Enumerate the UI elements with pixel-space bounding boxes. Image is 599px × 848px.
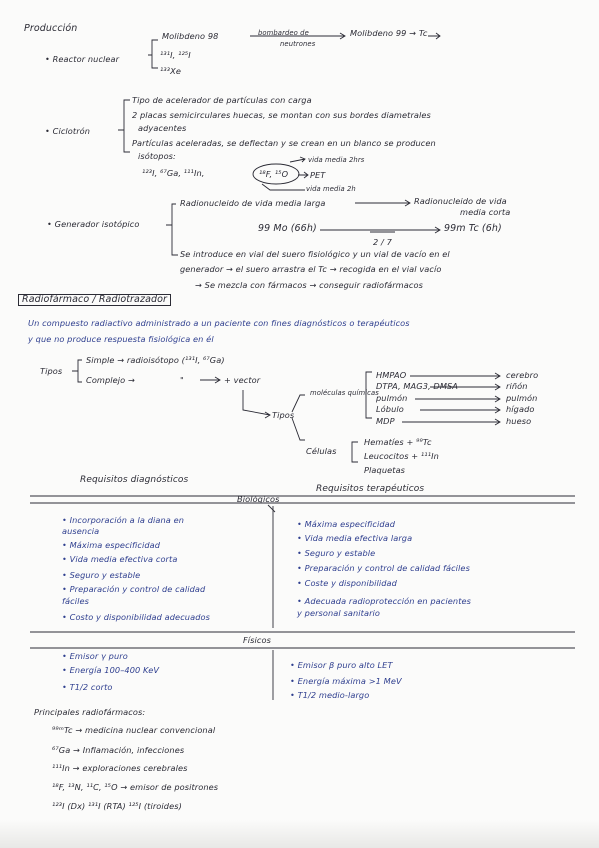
generador-line-1: Radionucleido de vida media larga xyxy=(180,198,326,208)
bombardeo-label: bombardeo de xyxy=(258,29,309,37)
molecula-pulmon: pulmón xyxy=(376,393,408,403)
list-item: • Máxima especificidad xyxy=(297,519,396,529)
requisitos-terapeuticos-title: Requisitos terapéuticos xyxy=(316,484,425,494)
generador-line-3: generador → el suero arrastra el Tc → re… xyxy=(180,264,442,274)
molibdeno-98: Molibdeno 98 xyxy=(162,31,219,41)
biologicos-title: Biológicos xyxy=(237,494,280,504)
list-item: fáciles xyxy=(62,596,89,606)
list-item: • Máxima especificidad xyxy=(62,540,161,550)
organo-cerebro: cerebro xyxy=(506,370,539,380)
list-item: • Preparación y control de calidad fácil… xyxy=(297,563,470,573)
list-item: • T1/2 corto xyxy=(62,682,113,692)
media-corta: media corta xyxy=(460,207,511,217)
tipo-complejo: Complejo → xyxy=(86,375,135,385)
molibdeno-99-66h: 99 Mo (66h) xyxy=(258,223,317,234)
moleculas-quimicas: moléculas químicas xyxy=(310,389,379,397)
ciclotron-line-5: isótopos: xyxy=(138,151,176,161)
ciclotron-line-1: Tipo de acelerador de partículas con car… xyxy=(132,95,312,105)
list-item: • Energía 100–400 KeV xyxy=(62,665,160,675)
ciclotron-label: • Ciclotrón xyxy=(45,126,91,136)
tecnecio-99m-6h: 99m Tc (6h) xyxy=(444,223,502,234)
molecula-dtpa: DTPA, MAG3, DMSA xyxy=(376,381,458,391)
list-item: • Seguro y estable xyxy=(62,570,141,580)
generador-line-4: → Se mezcla con fármacos → conseguir rad… xyxy=(195,280,423,290)
list-item: • Incorporación a la diana en xyxy=(62,515,185,525)
ciclotron-line-2: 2 placas semicirculares huecas, se monta… xyxy=(132,110,431,120)
list-item: ⁹⁹ᵐTc → medicina nuclear convencional xyxy=(52,725,216,735)
list-item: • T1/2 medio-largo xyxy=(290,690,370,700)
molecula-mdp: MDP xyxy=(376,416,395,426)
vector-label: + vector xyxy=(224,375,261,385)
ciclotron-pet-isotopes: ¹⁸F, ¹⁵O xyxy=(259,169,289,179)
list-item: ⁶⁷Ga → Inflamación, infecciones xyxy=(52,745,185,755)
tipo-simple: Simple → radioisótopo (¹³¹I, ⁶⁷Ga) xyxy=(86,355,225,365)
generador-label: • Generador isotópico xyxy=(47,219,140,229)
list-item: • Emisor γ puro xyxy=(62,651,128,661)
ditto-mark: " xyxy=(180,375,184,385)
celula-plaquetas: Plaquetas xyxy=(364,465,406,475)
requisitos-diagnosticos-title: Requisitos diagnósticos xyxy=(80,475,189,485)
neutrones-label: neutrones xyxy=(280,40,316,48)
tipos-label: Tipos xyxy=(40,366,63,376)
xenon-isotope: ¹³³Xe xyxy=(160,66,181,76)
list-item: y personal sanitario xyxy=(297,608,381,618)
organo-pulmon: pulmón xyxy=(506,393,538,403)
ciclotron-isotopes: ¹²³I, ⁶⁷Ga, ¹¹¹In, xyxy=(142,168,205,178)
molecula-hmpao: HMPAO xyxy=(376,370,407,380)
iodine-isotopes: ¹³¹I, ¹²⁵I xyxy=(160,50,191,60)
principales-title: Principales radiofármacos: xyxy=(34,707,146,717)
list-item: • Energía máxima >1 MeV xyxy=(290,676,402,686)
list-item: • Coste y disponibilidad xyxy=(297,578,397,588)
section-title-radiofarmaco: Radiofármaco / Radiotrazador xyxy=(18,294,172,306)
fisicos-title: Físicos xyxy=(243,635,272,645)
radionucleido-corta: Radionucleido de vida xyxy=(414,196,507,206)
molecula-lobulo: Lóbulo xyxy=(376,404,404,414)
ciclotron-line-4: Partículas aceleradas, se deflectan y se… xyxy=(132,138,436,148)
list-item: • Seguro y estable xyxy=(297,548,376,558)
definicion-line-2: y que no produce respuesta fisiológica e… xyxy=(28,334,214,344)
list-item: • Vida media efectiva larga xyxy=(297,533,413,543)
organo-higado: hígado xyxy=(506,404,535,414)
list-item: ¹¹¹In → exploraciones cerebrales xyxy=(52,763,188,773)
molibdeno-99: Molibdeno 99 → Tc xyxy=(350,28,428,38)
pet-label: PET xyxy=(310,170,326,180)
list-item: ¹⁸F, ¹³N, ¹¹C, ¹⁵O → emisor de positrone… xyxy=(52,782,219,792)
page-edge-shadow xyxy=(0,820,599,848)
vida-media-corta: vida media 2h xyxy=(306,185,356,193)
list-item: • Emisor β puro alto LET xyxy=(290,660,393,670)
organo-rinon: riñón xyxy=(506,381,528,391)
organo-hueso: hueso xyxy=(506,416,532,426)
list-item: ausencia xyxy=(62,526,100,536)
celula-hematies: Hematíes + ⁹⁹Tc xyxy=(364,437,432,447)
section-title-produccion: Producción xyxy=(24,23,78,34)
list-item: • Adecuada radioprotección en pacientes xyxy=(297,596,472,606)
list-item: • Costo y disponibilidad adecuados xyxy=(62,612,210,622)
list-item: • Vida media efectiva corta xyxy=(62,554,178,564)
generador-line-2: Se introduce en vial del suero fisiológi… xyxy=(180,249,450,259)
list-item: • Preparación y control de calidad xyxy=(62,584,206,594)
reactor-label: • Reactor nuclear xyxy=(45,54,120,64)
fraction-mark: 2 / 7 xyxy=(373,237,392,247)
list-item: ¹²³I (Dx) ¹³¹I (RTA) ¹²⁵I (tiroides) xyxy=(52,801,182,811)
celula-leucocitos: Leucocitos + ¹¹¹In xyxy=(364,451,439,461)
vida-media-2h: vida media 2hrs xyxy=(308,156,365,164)
ciclotron-line-3: adyacentes xyxy=(138,123,187,133)
celulas-label: Células xyxy=(306,446,337,456)
definicion-line-1: Un compuesto radiactivo administrado a u… xyxy=(28,318,410,328)
tipos-label-2: Tipos xyxy=(272,410,295,420)
